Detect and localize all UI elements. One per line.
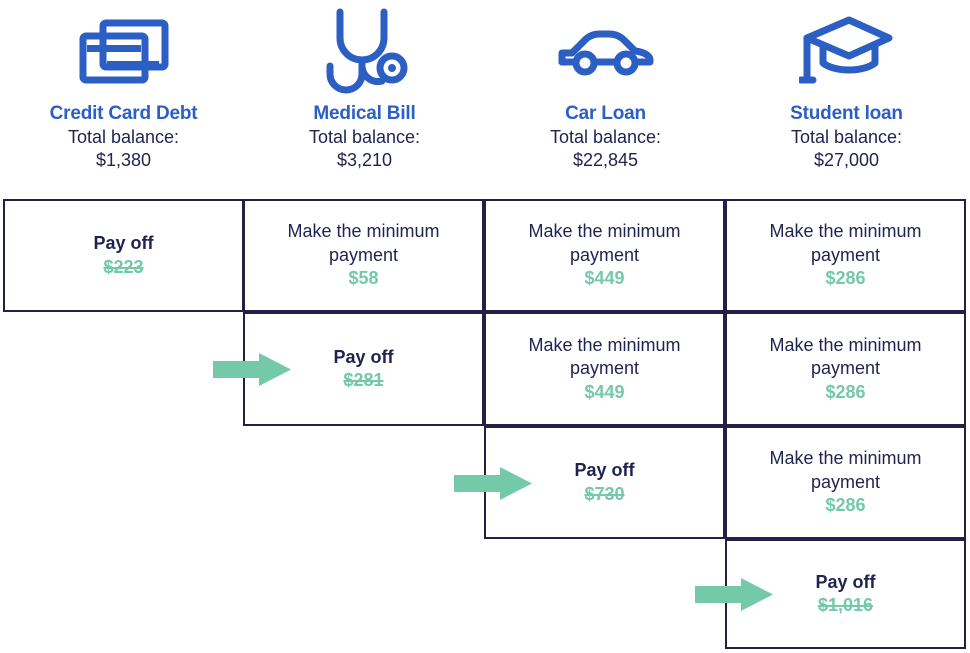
payment-amount: $286 [825, 495, 866, 516]
payment-amount: $1,016 [817, 595, 874, 615]
balance-amount: $27,000 [813, 149, 880, 170]
debt-header-row: Credit Card Debt Total balance: $1,380 M… [3, 0, 967, 196]
payment-amount: $449 [584, 381, 625, 402]
car-icon [554, 4, 658, 100]
debt-column-student-loan: Student loan Total balance: $27,000 [726, 0, 967, 196]
payment-amount: $58 [348, 268, 379, 289]
minimum-payment-label: Make the minimum payment [769, 221, 922, 265]
payment-amount: $286 [825, 268, 866, 289]
plan-cell: Make the minimum payment$449 [484, 312, 725, 426]
plan-cell: Make the minimum payment$286 [725, 312, 966, 426]
plan-cell: Make the minimum payment $286 [725, 199, 966, 312]
plan-cell: Make the minimum payment $286 [725, 426, 966, 539]
debt-name: Medical Bill [313, 103, 416, 124]
payment-amount: $281 [343, 370, 384, 390]
payment-amount: $449 [584, 268, 625, 289]
balance-amount: $3,210 [336, 149, 393, 170]
minimum-payment-label: Make the minimum payment [287, 221, 440, 265]
minimum-payment-label: Make the minimum payment [769, 334, 922, 379]
debt-column-car-loan: Car Loan Total balance: $22,845 [485, 0, 726, 196]
minimum-payment-label: Make the minimum payment [528, 334, 681, 379]
debt-name: Car Loan [565, 103, 646, 124]
plan-cell: Make the minimum payment $449 [484, 199, 725, 312]
payment-amount: $730 [584, 483, 625, 504]
pay-off-label: Pay off [815, 571, 876, 592]
balance-label: Total balance: [790, 126, 903, 147]
payment-amount: $286 [825, 381, 866, 402]
minimum-payment-label: Make the minimum payment [769, 448, 922, 492]
balance-label: Total balance: [549, 126, 662, 147]
balance-amount: $1,380 [95, 149, 152, 170]
graduation-cap-icon [798, 4, 895, 100]
rollover-arrow-icon [695, 578, 773, 611]
debt-column-medical-bill: Medical Bill Total balance: $3,210 [244, 0, 485, 196]
debt-name: Credit Card Debt [49, 103, 198, 124]
balance-amount: $22,845 [572, 149, 639, 170]
stethoscope-icon [318, 4, 412, 100]
debt-name: Student loan [790, 103, 903, 124]
rollover-arrow-icon [213, 353, 291, 386]
pay-off-label: Pay off [333, 346, 394, 367]
debt-column-credit-card: Credit Card Debt Total balance: $1,380 [3, 0, 244, 196]
balance-label: Total balance: [67, 126, 180, 147]
plan-cell: Pay off$223 [3, 199, 244, 312]
balance-label: Total balance: [308, 126, 421, 147]
plan-cell: Make the minimum payment $58 [243, 199, 484, 312]
payment-amount: $223 [103, 256, 144, 277]
pay-off-label: Pay off [93, 233, 154, 254]
pay-off-label: Pay off [574, 460, 635, 481]
credit-cards-icon [77, 4, 171, 100]
minimum-payment-label: Make the minimum payment [528, 221, 681, 265]
rollover-arrow-icon [454, 466, 532, 500]
